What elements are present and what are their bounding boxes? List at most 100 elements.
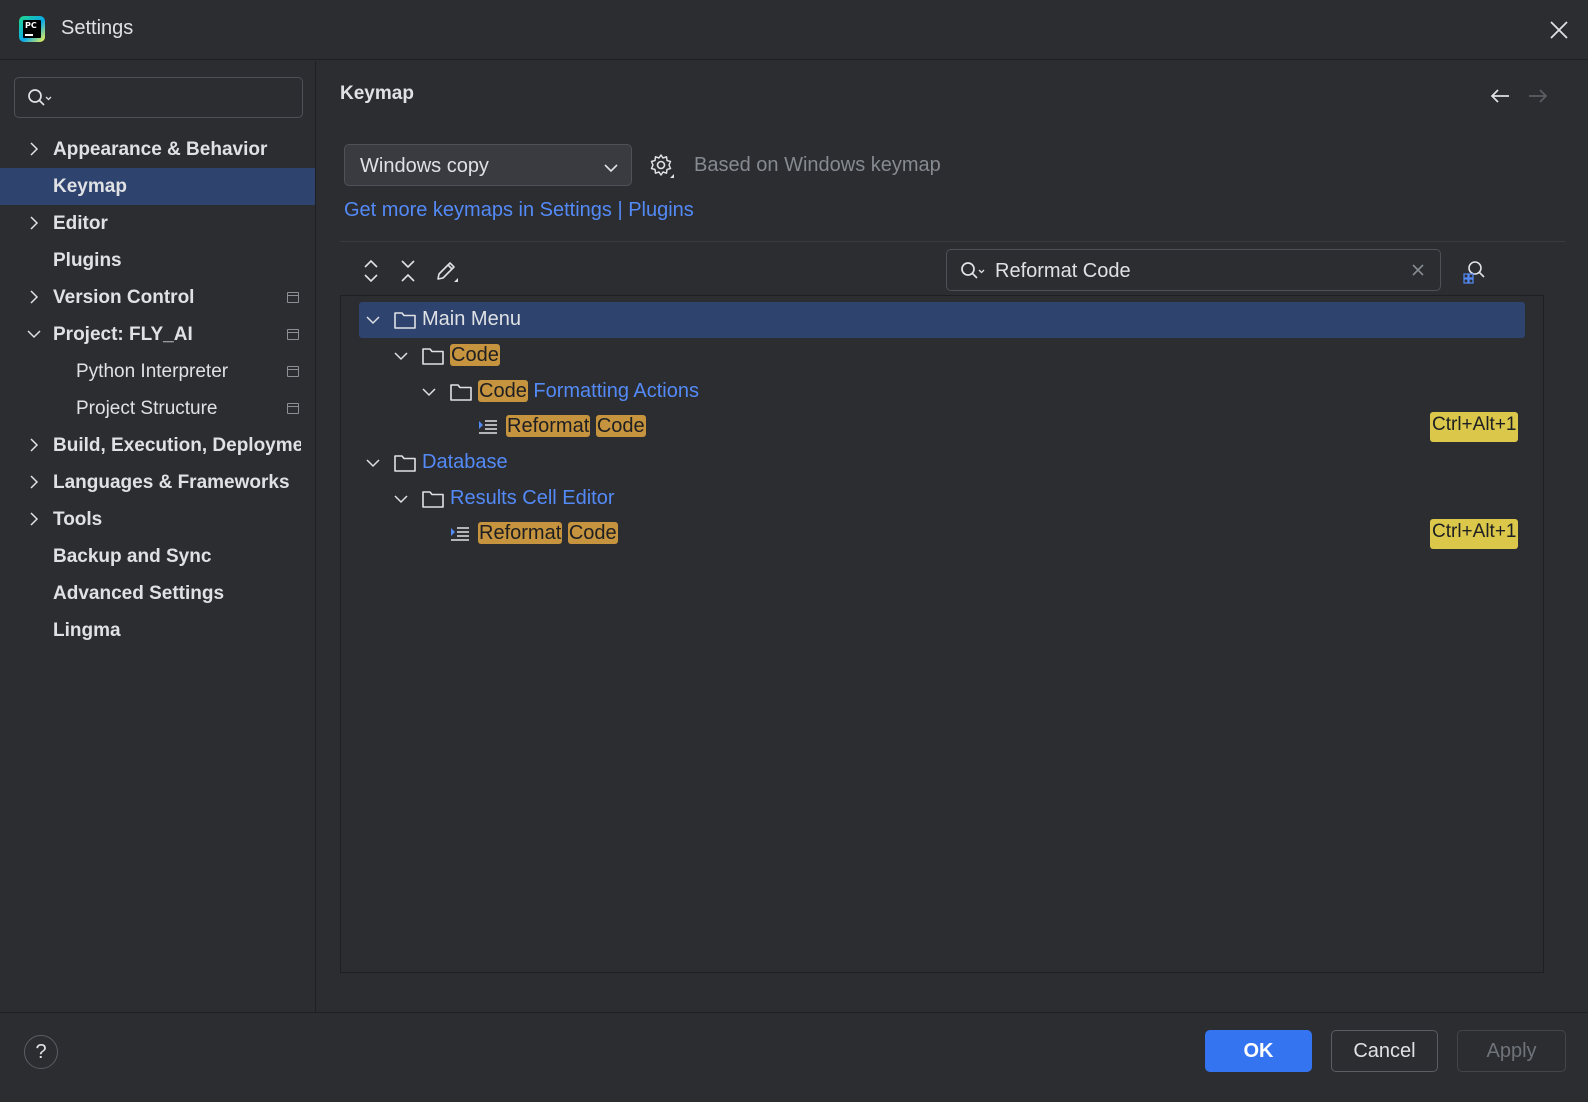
tree-node-label: Code Formatting Actions	[478, 380, 699, 403]
folder-icon	[421, 488, 445, 516]
chevron-right-icon[interactable]	[26, 141, 42, 157]
chevron-right-icon[interactable]	[26, 511, 42, 527]
sidebar-item-label: Project: FLY_AI	[53, 324, 193, 345]
search-icon	[960, 261, 988, 287]
project-level-icon	[287, 366, 299, 377]
folder-icon	[393, 309, 417, 337]
search-match-highlight: Code	[450, 344, 500, 366]
sidebar-item-advanced-settings[interactable]: Advanced Settings	[0, 575, 315, 612]
get-more-keymaps-link[interactable]: Get more keymaps in Settings | Plugins	[344, 199, 694, 221]
expand-all-icon[interactable]	[357, 257, 385, 285]
tree-node-text: Main Menu	[422, 308, 521, 330]
sidebar-item-tools[interactable]: Tools	[0, 501, 315, 538]
chevron-down-icon[interactable]	[421, 384, 437, 406]
chevron-down-icon[interactable]	[365, 455, 381, 477]
shortcut-badge: Ctrl+Alt+1	[1430, 519, 1519, 549]
tree-folder-row[interactable]: Code Formatting Actions	[341, 374, 1543, 410]
sidebar-item-label: Advanced Settings	[53, 583, 225, 604]
based-on-label: Based on Windows keymap	[694, 154, 941, 176]
ok-button[interactable]: OK	[1205, 1030, 1312, 1072]
tree-node-text	[562, 522, 568, 544]
sidebar-item-label: Keymap	[53, 176, 127, 197]
sidebar-item-label: Appearance & Behavior	[53, 139, 268, 160]
tree-folder-row[interactable]: Database	[341, 445, 1543, 481]
sidebar-item-editor[interactable]: Editor	[0, 205, 315, 242]
project-level-icon	[287, 329, 299, 340]
sidebar-item-build-execution-deployment[interactable]: Build, Execution, Deployment	[0, 427, 315, 464]
sidebar-item-keymap[interactable]: Keymap	[0, 168, 315, 205]
pycharm-logo-icon: PC	[19, 16, 45, 42]
title-bar: PC Settings	[0, 0, 1588, 60]
tree-node-text	[590, 415, 596, 437]
apply-button[interactable]: Apply	[1457, 1030, 1566, 1072]
sidebar-item-appearance-behavior[interactable]: Appearance & Behavior	[0, 131, 315, 168]
gear-icon[interactable]	[649, 153, 677, 187]
sidebar-item-languages-frameworks[interactable]: Languages & Frameworks	[0, 464, 315, 501]
sidebar-item-label: Project Structure	[76, 398, 218, 419]
sidebar-item-project-structure[interactable]: Project Structure	[0, 390, 315, 427]
chevron-down-icon[interactable]	[26, 326, 42, 342]
tree-folder-row[interactable]: Results Cell Editor	[341, 481, 1543, 517]
search-match-highlight: Code	[567, 522, 618, 544]
search-icon	[27, 88, 55, 114]
shortcut-badge: Ctrl+Alt+1	[1430, 412, 1519, 442]
sidebar-item-label: Tools	[53, 509, 103, 530]
find-by-shortcut-icon[interactable]	[1461, 258, 1489, 292]
collapse-all-icon[interactable]	[394, 257, 422, 285]
page-title: Keymap	[340, 83, 414, 104]
keymap-select[interactable]: Windows copy	[344, 144, 632, 186]
sidebar-item-backup-and-sync[interactable]: Backup and Sync	[0, 538, 315, 575]
keymap-filter-input[interactable]: Reformat Code	[946, 249, 1441, 291]
chevron-right-icon[interactable]	[26, 215, 42, 231]
forward-arrow-icon[interactable]	[1527, 87, 1549, 111]
folder-icon	[393, 452, 417, 480]
chevron-right-icon[interactable]	[26, 437, 42, 453]
tree-node-label: Database	[422, 451, 508, 474]
cancel-button[interactable]: Cancel	[1331, 1030, 1438, 1072]
sidebar-item-label: Backup and Sync	[53, 546, 212, 567]
search-match-highlight: Reformat	[506, 415, 591, 437]
tree-folder-row[interactable]: Code	[341, 338, 1543, 374]
tree-folder-row[interactable]: Main Menu	[359, 302, 1525, 338]
sidebar-item-lingma[interactable]: Lingma	[0, 612, 315, 649]
back-arrow-icon[interactable]	[1489, 87, 1511, 111]
close-icon[interactable]	[1543, 14, 1575, 46]
chevron-right-icon[interactable]	[26, 289, 42, 305]
tree-node-label: Results Cell Editor	[450, 487, 615, 510]
sidebar-item-plugins[interactable]: Plugins	[0, 242, 315, 279]
chevron-right-icon[interactable]	[26, 474, 42, 490]
help-button[interactable]: ?	[24, 1035, 58, 1069]
sidebar-item-python-interpreter[interactable]: Python Interpreter	[0, 353, 315, 390]
sidebar-item-project-fly-ai[interactable]: Project: FLY_AI	[0, 316, 315, 353]
chevron-down-icon[interactable]	[365, 312, 381, 334]
chevron-down-icon[interactable]	[393, 491, 409, 513]
chevron-down-icon[interactable]	[393, 348, 409, 370]
tree-node-label: Reformat Code	[478, 522, 618, 545]
sidebar-search-input[interactable]	[14, 77, 303, 118]
window-title: Settings	[61, 17, 134, 39]
sidebar-item-version-control[interactable]: Version Control	[0, 279, 315, 316]
tree-node-label: Reformat Code	[506, 415, 646, 438]
sidebar-item-label: Plugins	[53, 250, 122, 271]
keymap-panel: Keymap Windows copy Based on Windows key…	[317, 61, 1588, 1024]
folder-icon	[421, 345, 445, 373]
tree-node-text: Results Cell Editor	[450, 487, 615, 509]
divider	[340, 241, 1565, 242]
project-level-icon	[287, 403, 299, 414]
tree-action-row[interactable]: Reformat Code Ctrl+Alt+1	[341, 409, 1543, 445]
search-match-highlight: Code	[595, 415, 646, 437]
clear-icon[interactable]	[1410, 262, 1426, 284]
reformat-action-icon	[477, 417, 499, 443]
sidebar-item-label: Languages & Frameworks	[53, 472, 290, 493]
edit-pencil-icon[interactable]	[433, 257, 461, 285]
keymap-select-value: Windows copy	[360, 155, 489, 177]
folder-icon	[449, 381, 473, 409]
tree-node-text: Database	[422, 451, 508, 473]
reformat-action-icon	[449, 524, 471, 550]
sidebar-item-label: Build, Execution, Deployment	[53, 435, 301, 456]
filter-value: Reformat Code	[995, 260, 1131, 282]
tree-action-row[interactable]: Reformat Code Ctrl+Alt+1	[341, 516, 1543, 552]
tree-node-label: Main Menu	[422, 308, 521, 331]
